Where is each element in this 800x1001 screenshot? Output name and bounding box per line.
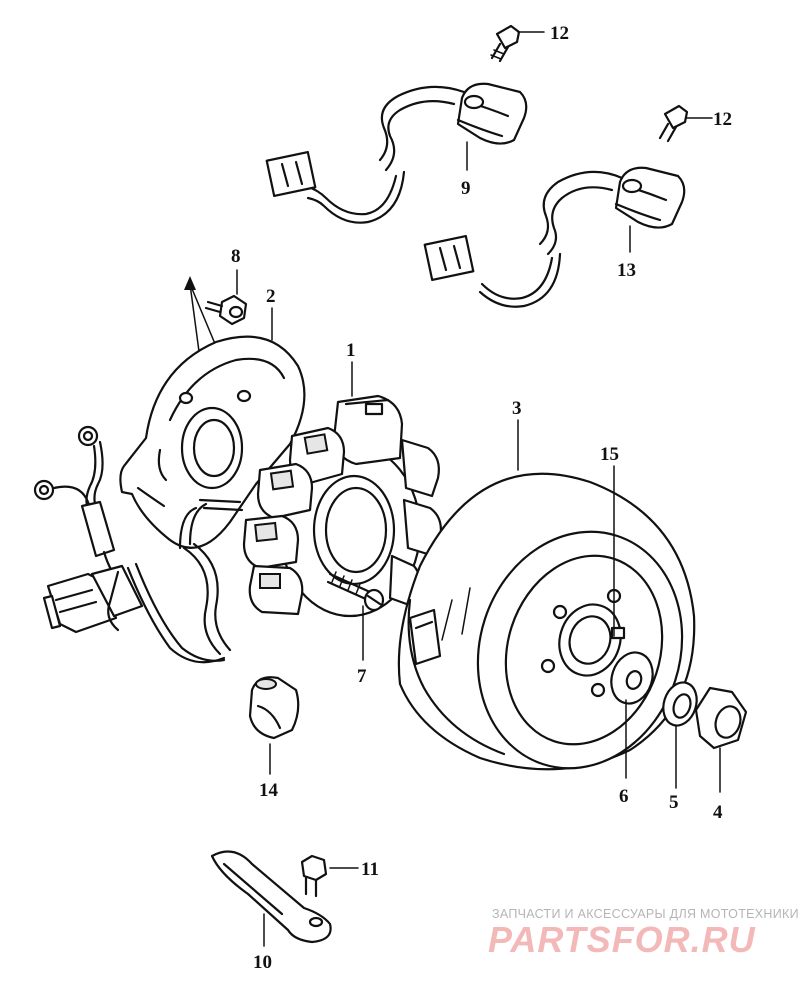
- watermark-brand: PARTSFOR.RU: [488, 919, 756, 960]
- screw-part-7: [326, 571, 385, 612]
- callout-15: 15: [600, 444, 619, 465]
- callout-5: 5: [669, 792, 679, 813]
- leader-lines: [236, 31, 721, 947]
- flywheel-rotor-part-3: [397, 472, 696, 771]
- bolt-part-11: [300, 854, 328, 898]
- callout-3: 3: [512, 398, 522, 419]
- callout-11: 11: [361, 859, 379, 880]
- nut-part-4: [694, 686, 748, 750]
- stator-coil-part-1: [242, 394, 442, 618]
- callout-12-lower: 12: [713, 109, 732, 130]
- callout-13: 13: [617, 260, 636, 281]
- callout-2: 2: [266, 286, 276, 307]
- washer-part-6: [610, 651, 654, 705]
- callout-7: 7: [357, 666, 367, 687]
- stator-base-part-2: [119, 335, 306, 549]
- callout-8: 8: [231, 246, 241, 267]
- pulse-generator-part-13: [423, 166, 686, 308]
- clamp-part-10: [210, 850, 332, 944]
- callout-4: 4: [713, 802, 723, 823]
- watermark-tagline: ЗАПЧАСТИ И АКСЕССУАРЫ ДЛЯ МОТОТЕХНИКИ: [492, 907, 799, 921]
- bolt-part-12-lower: [658, 104, 689, 143]
- callout-12-upper: 12: [550, 23, 569, 44]
- callout-6: 6: [619, 786, 629, 807]
- bolt-part-12-upper: [490, 24, 521, 63]
- callout-1: 1: [346, 340, 356, 361]
- wiring-harness: [33, 425, 244, 664]
- callout-14: 14: [259, 780, 279, 801]
- callout-10: 10: [253, 952, 272, 973]
- washer-part-5: [662, 681, 698, 727]
- callout-9: 9: [461, 178, 471, 199]
- pulse-generator-part-9: [265, 82, 528, 224]
- grommet-part-14: [248, 676, 300, 740]
